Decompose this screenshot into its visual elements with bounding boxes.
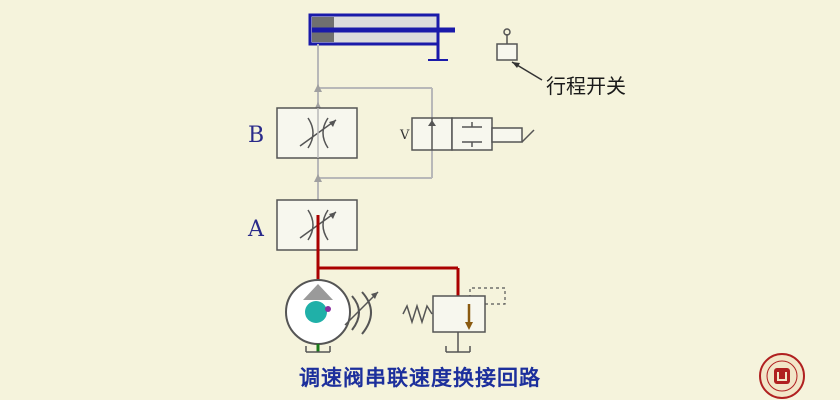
main-pipeline (317, 44, 433, 200)
valve-b-label: B (248, 123, 264, 148)
solenoid-valve-icon (411, 117, 535, 151)
travel-switch-icon (496, 28, 543, 81)
flow-valve-b-icon (276, 107, 358, 159)
relief-valve-icon (402, 287, 506, 353)
pump-icon (285, 279, 379, 345)
flow-valve-a-icon (276, 199, 358, 251)
logo-seal-icon (759, 353, 805, 399)
hydraulic-cylinder-icon (308, 13, 455, 61)
solenoid-port-label: V (399, 128, 410, 143)
travel-switch-label: 行程开关 (546, 74, 626, 98)
suction-line (305, 344, 331, 353)
diagram-caption: 调速阀串联速度换接回路 (299, 366, 541, 390)
valve-a-label: A (247, 217, 265, 242)
